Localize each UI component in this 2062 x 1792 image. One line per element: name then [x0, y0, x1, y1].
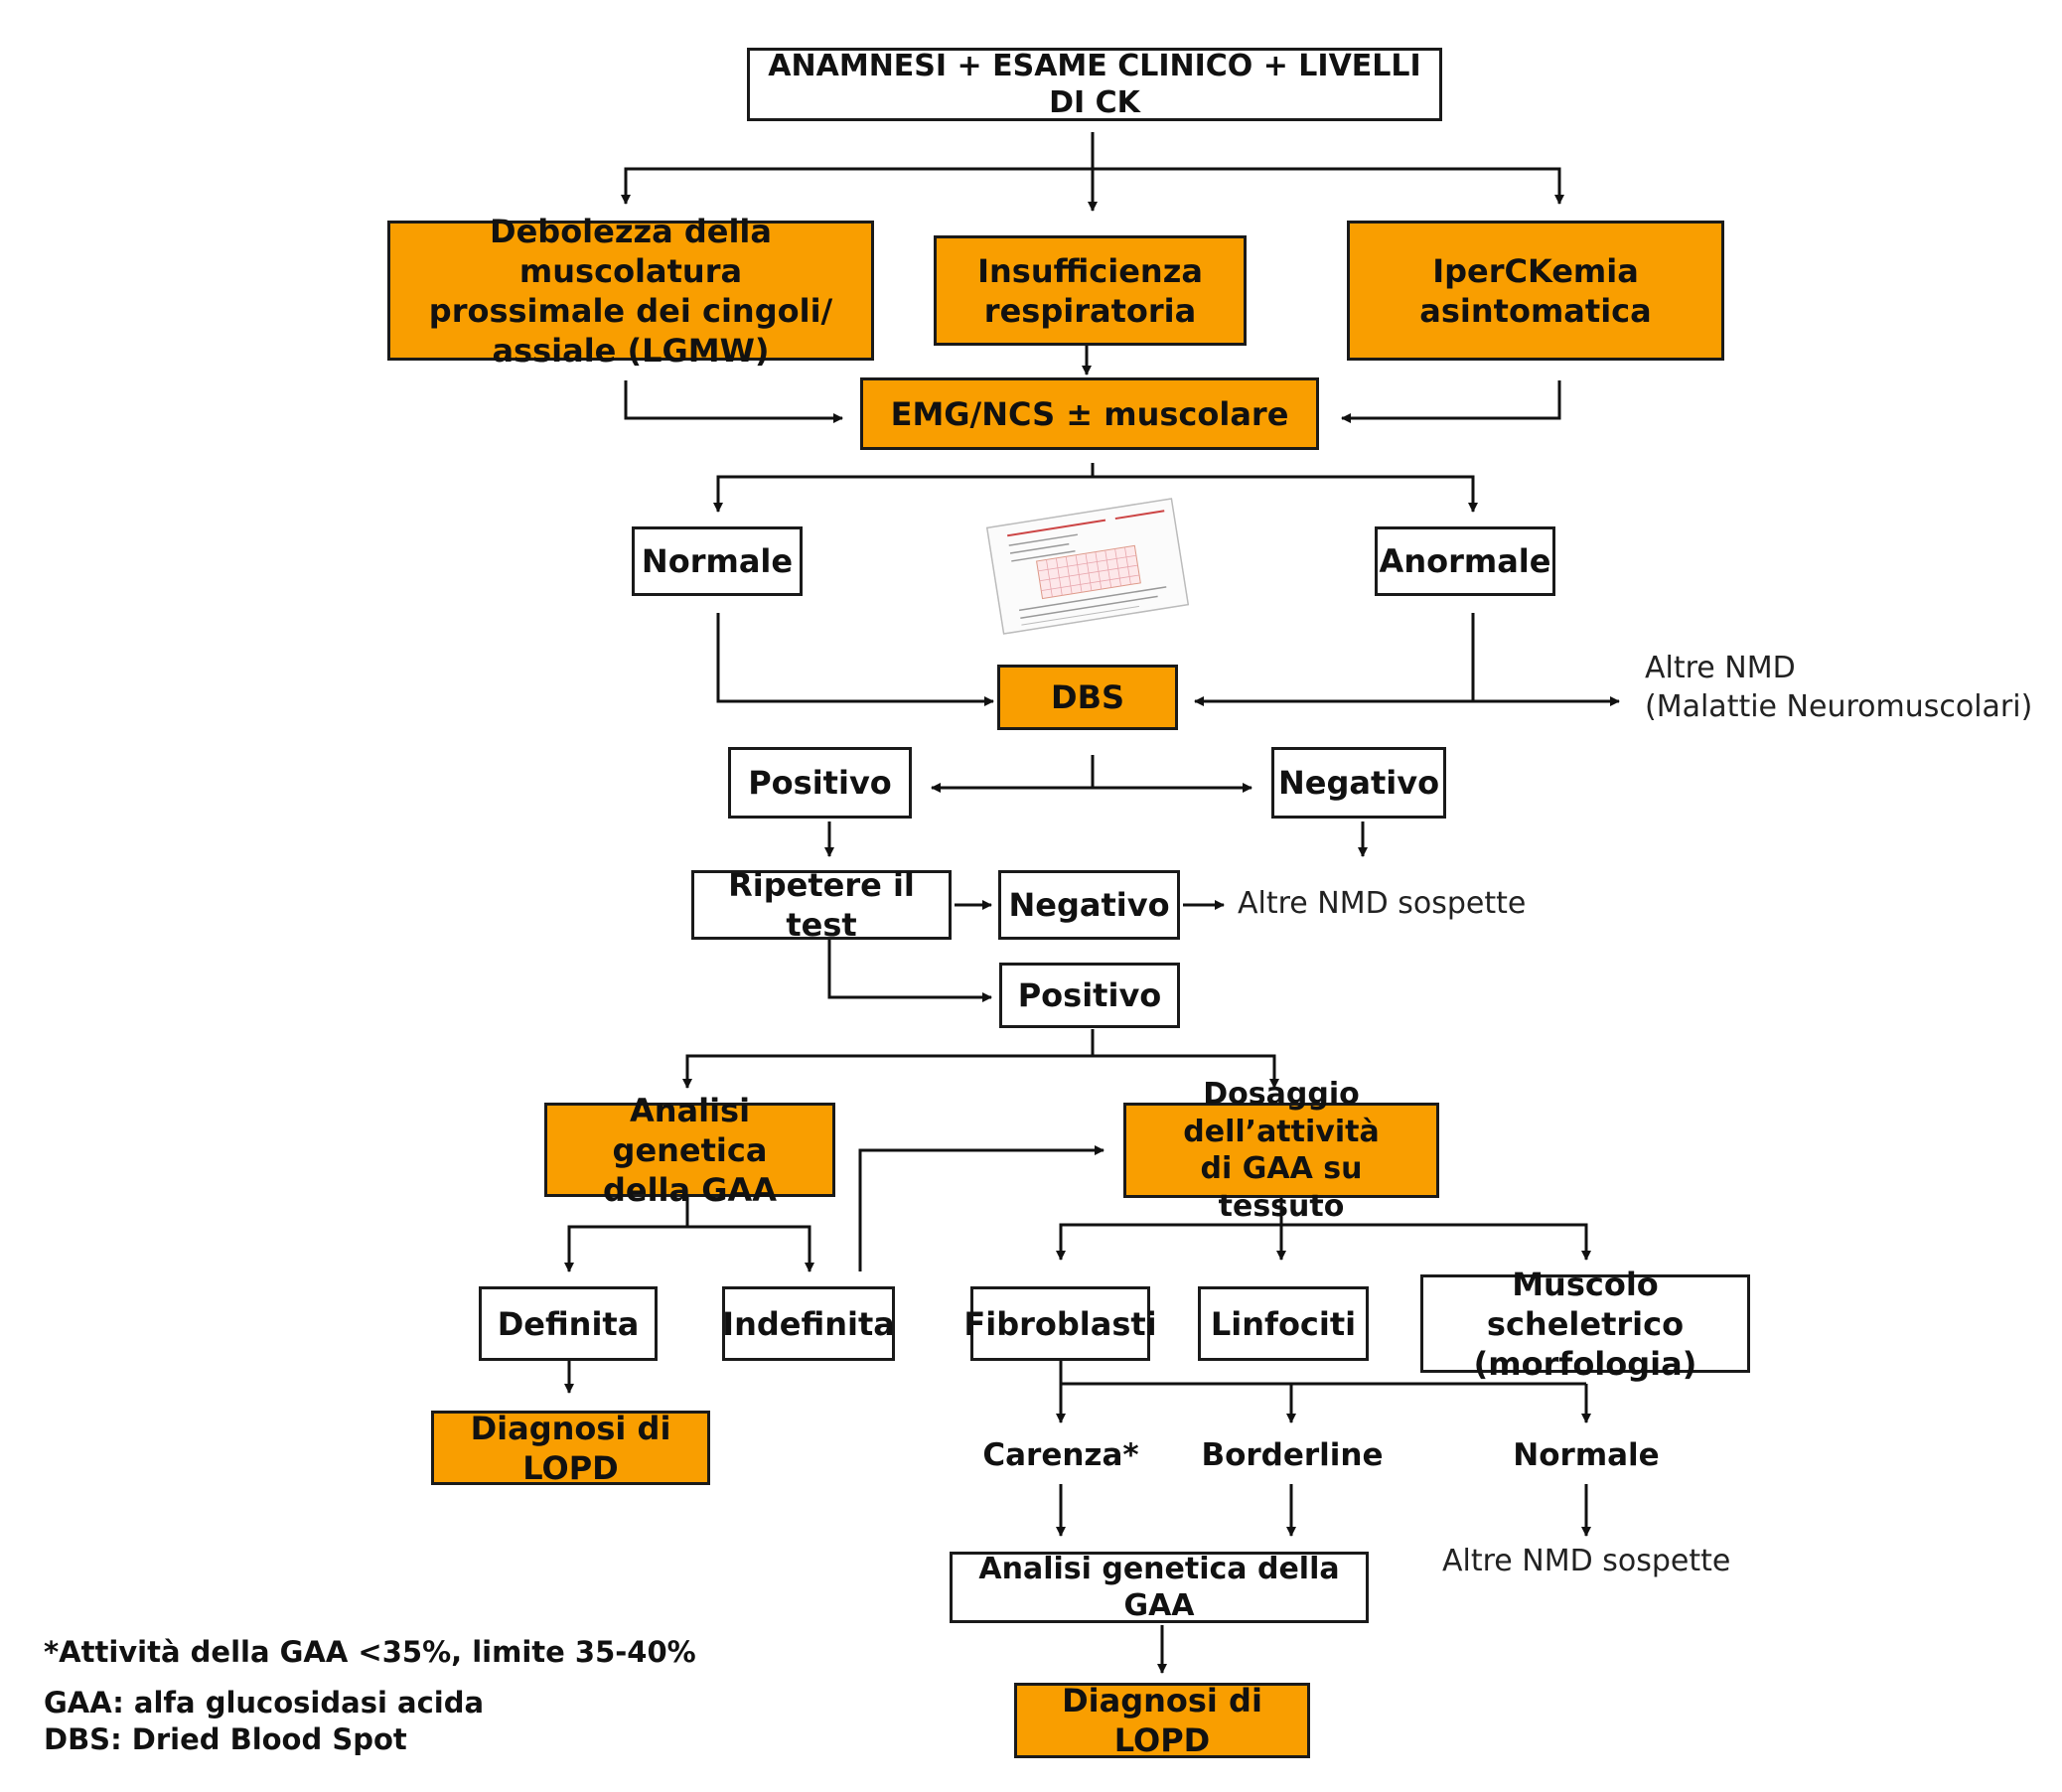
normal-box: Normale — [632, 526, 803, 596]
connector-emg-abnormal — [1093, 475, 1478, 513]
abnormal-box: Anormale — [1375, 526, 1555, 596]
tissue-normal-label: Normale — [1513, 1437, 1660, 1473]
connector-top-lgmw — [621, 132, 1095, 205]
final-diagnosis-text: Diagnosi di LOPD — [1062, 1682, 1262, 1759]
top-box: ANAMNESI + ESAME CLINICO + LIVELLI DI CK — [747, 48, 1442, 121]
repeat-negative-text: Negativo — [1008, 886, 1170, 924]
top-text: ANAMNESI + ESAME CLINICO + LIVELLI DI CK — [768, 48, 1421, 121]
connector-pos2-tissue — [1093, 1054, 1279, 1089]
dbs-card-illustration — [985, 498, 1190, 635]
emg-box: EMG/NCS ± muscolare — [860, 377, 1319, 450]
connector-genetic-definite — [564, 1225, 687, 1272]
final-diagnosis-box: Diagnosi di LOPD — [1014, 1682, 1310, 1759]
hyperck-box: IperCKemia asintomatica — [1347, 221, 1724, 361]
indefinite-text: Indefinita — [722, 1304, 895, 1343]
respiratory-box: Insufficienza respiratoria — [934, 235, 1247, 346]
repeat-negative-outcome: Altre NMD sospette — [1238, 886, 1527, 921]
connector-emg-normal — [713, 463, 1095, 513]
dbs-box: DBS — [997, 665, 1178, 730]
repeat-positive-text: Positivo — [1017, 976, 1162, 1014]
dbs-positive-box: Positivo — [728, 747, 912, 819]
connector-indefinite-tissue — [858, 1145, 1105, 1271]
emg-text: EMG/NCS ± muscolare — [890, 394, 1289, 433]
connector-lgmw-emg — [624, 380, 843, 423]
genetic-text: Analisi genetica della GAA — [602, 1091, 778, 1209]
diagnosis-left-text: Diagnosi di LOPD — [470, 1409, 671, 1487]
diagnosis-left-box: Diagnosi di LOPD — [431, 1409, 710, 1487]
connector-hyperck-emg — [1341, 380, 1561, 423]
connector-pos2-genetic — [682, 1054, 1093, 1089]
final-genetic-text: Analisi genetica della GAA — [978, 1551, 1340, 1624]
definite-text: Definita — [497, 1304, 640, 1343]
tissue-box: Dosaggio dell’attività di GAA su tessuto — [1123, 1077, 1439, 1224]
borderline-label: Borderline — [1201, 1437, 1384, 1473]
repeat-positive-box: Positivo — [999, 963, 1180, 1028]
definite-box: Definita — [479, 1286, 658, 1361]
hyperck-text: IperCKemia asintomatica — [1419, 251, 1652, 330]
fibroblasts-box: Fibroblasti — [963, 1286, 1157, 1361]
connector-tissue-fibro — [1056, 1223, 1281, 1261]
connector-repeat-positive — [827, 940, 992, 1002]
dbs-negative-box: Negativo — [1271, 747, 1446, 819]
dbs-negative-text: Negativo — [1277, 764, 1440, 802]
tissue-text: Dosaggio dell’attività di GAA su tessuto — [1183, 1077, 1380, 1224]
final-genetic-box: Analisi genetica della GAA — [950, 1552, 1369, 1623]
dbs-legend: DBS: Dried Blood Spot — [44, 1722, 407, 1756]
tissue-normal-outcome: Altre NMD sospette — [1442, 1544, 1731, 1578]
indefinite-box: Indefinita — [722, 1286, 895, 1361]
other-nmd-full-note: Altre NMD (Malattie Neuromuscolari) — [1645, 651, 2033, 724]
connector-abnormal-dbs — [1194, 613, 1475, 706]
lymphocytes-box: Linfociti — [1198, 1286, 1369, 1361]
dbs-text: DBS — [1051, 678, 1124, 716]
lymphocytes-text: Linfociti — [1210, 1304, 1357, 1343]
lgmw-text: Debolezza della muscolatura prossimale d… — [428, 212, 833, 370]
fibroblasts-text: Fibroblasti — [963, 1304, 1157, 1343]
genetic-box: Analisi genetica della GAA — [544, 1092, 835, 1209]
dbs-positive-text: Positivo — [748, 764, 892, 802]
connector-normal-dbs — [716, 613, 994, 706]
deficiency-label: Carenza* — [982, 1437, 1139, 1473]
connector-top-hyperck — [1093, 167, 1564, 205]
gaa-legend: GAA: alfa glucosidasi acida — [44, 1686, 485, 1719]
abnormal-text: Anormale — [1379, 542, 1551, 580]
connector-tissue-muscle — [1281, 1223, 1591, 1261]
connector-genetic-indefinite — [687, 1225, 814, 1272]
footnote-legend: *Attività della GAA <35%, limite 35-40% — [44, 1635, 696, 1669]
lgmw-box: Debolezza della muscolatura prossimale d… — [387, 213, 874, 370]
muscle-box: Muscolo scheletrico (morfologia) — [1420, 1266, 1750, 1383]
normal-text: Normale — [641, 542, 794, 580]
respiratory-text: Insufficienza respiratoria — [977, 251, 1203, 330]
repeat-negative-box: Negativo — [998, 870, 1180, 940]
repeat-text: Ripetere il test — [728, 866, 915, 944]
repeat-box: Ripetere il test — [691, 866, 952, 944]
muscle-text: Muscolo scheletrico (morfologia) — [1473, 1265, 1697, 1383]
